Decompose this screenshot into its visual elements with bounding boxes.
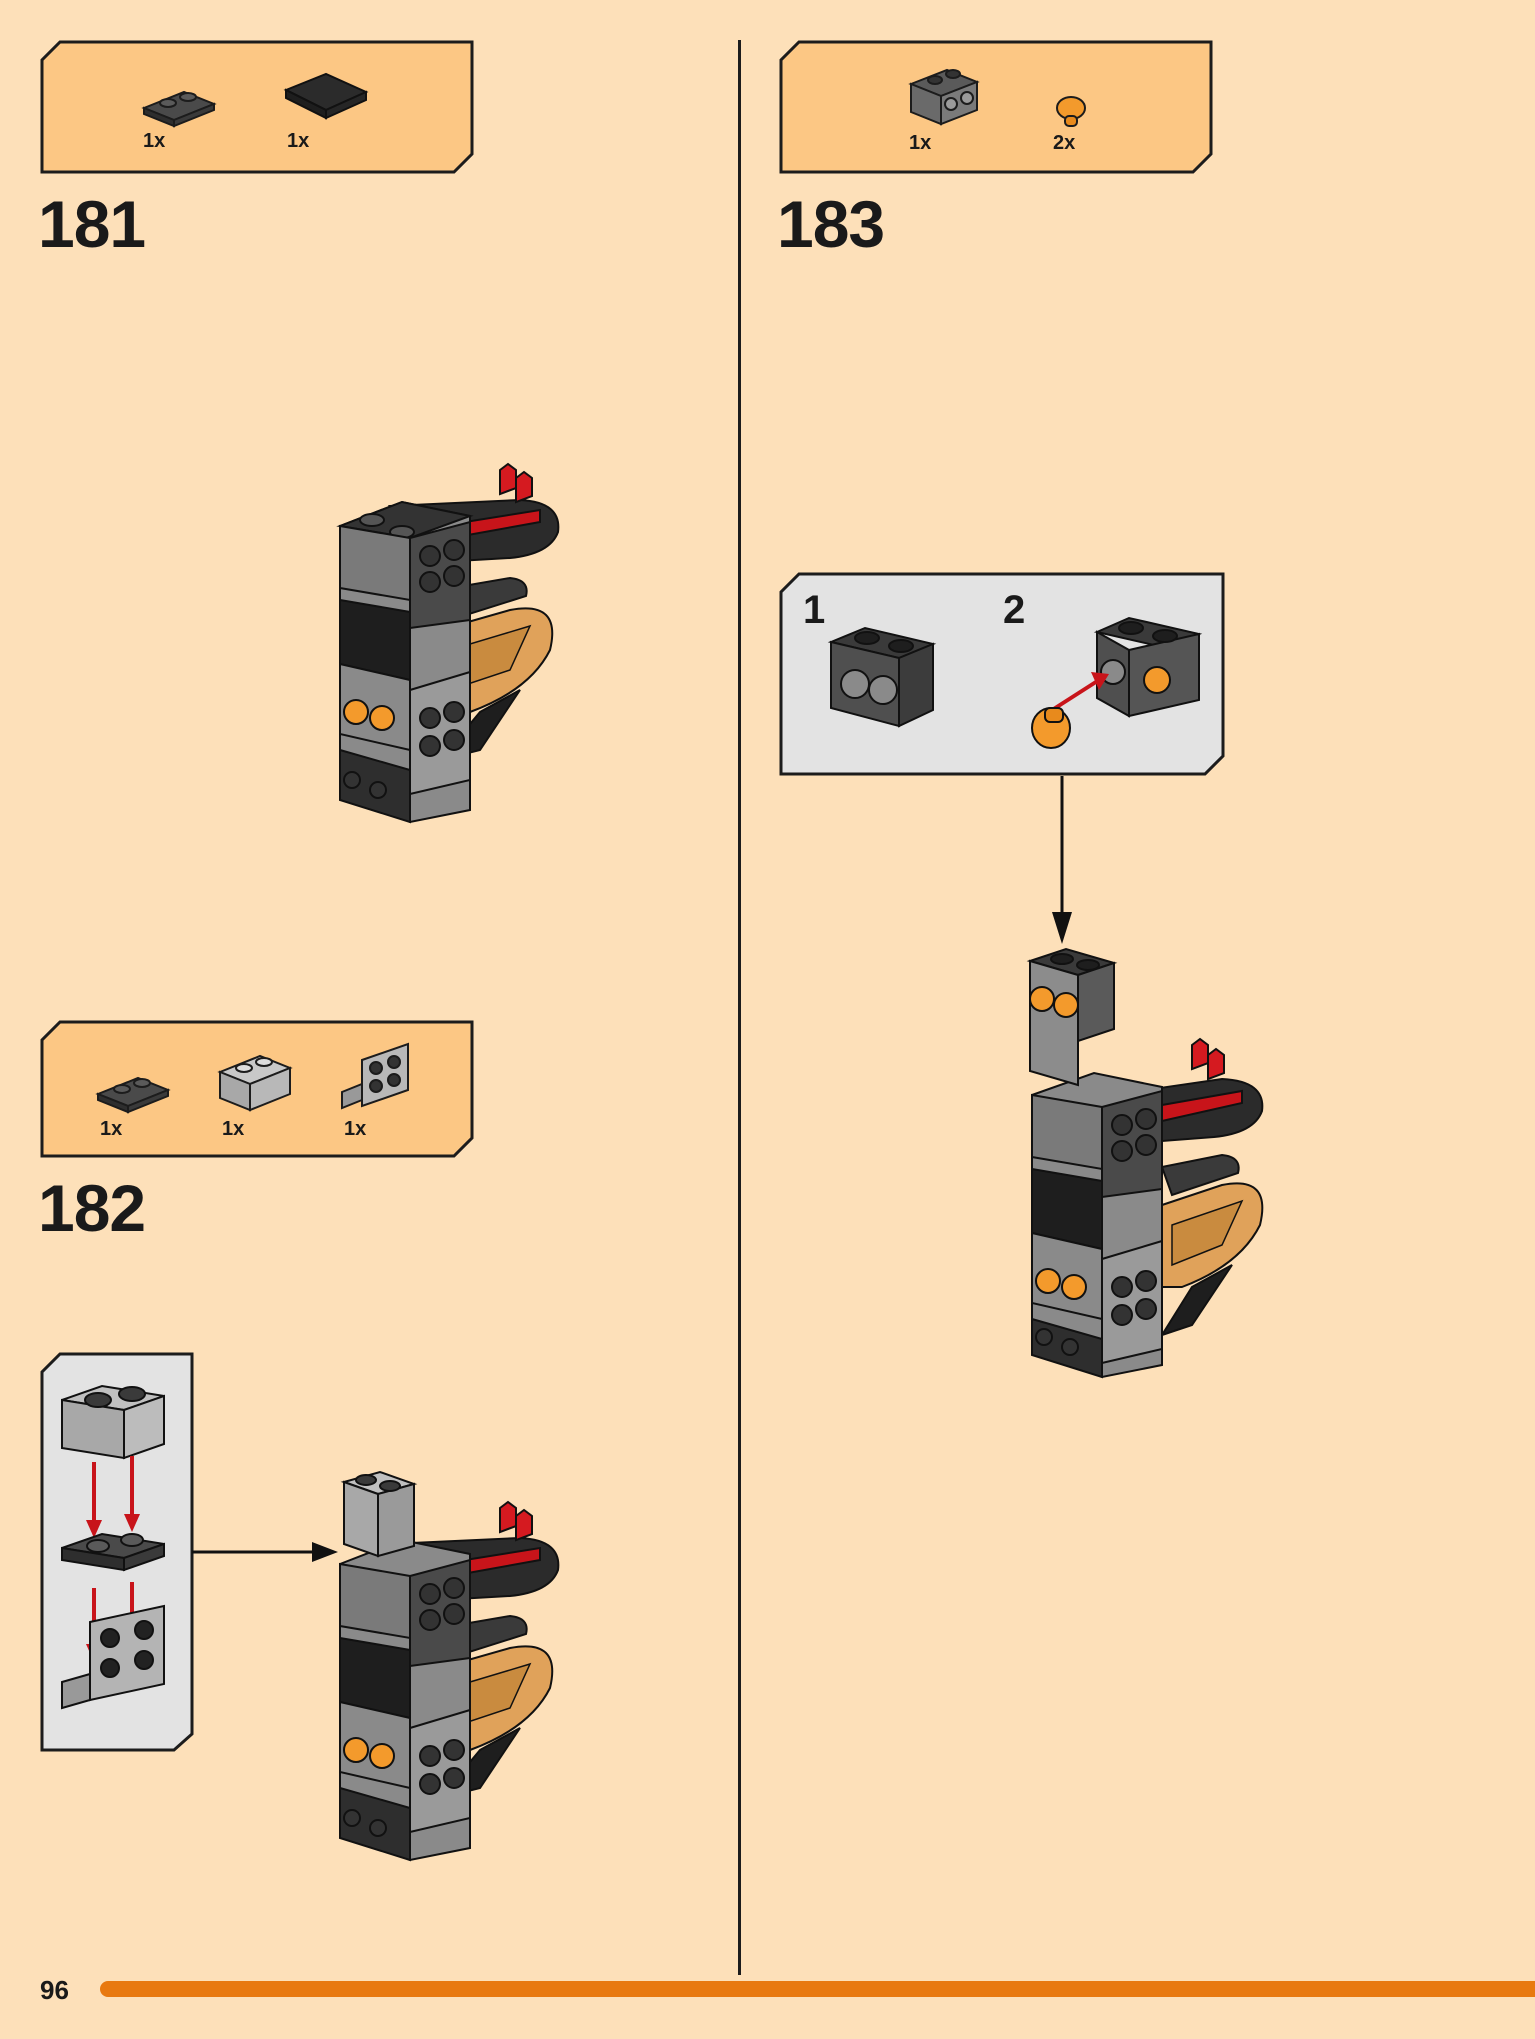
- substep-number: 2: [1003, 588, 1026, 632]
- part-quantity: 1x: [143, 130, 166, 152]
- part-quantity: 1x: [909, 132, 932, 154]
- step-number: 183: [777, 187, 885, 261]
- parts-callout-182: 1x 1x 1x: [40, 1020, 474, 1158]
- orange-pin-icon: [1056, 96, 1086, 127]
- dark-plate-1x2-icon: [141, 90, 217, 128]
- parts-callout-181: 1x 1x: [40, 40, 474, 174]
- part-quantity: 2x: [1053, 132, 1076, 154]
- dark-plate-1x2-icon: [95, 1076, 171, 1114]
- page-number: 96: [40, 1975, 69, 2005]
- placement-arrow: [192, 1542, 338, 1562]
- parts-callout-183: 1x 2x: [779, 40, 1213, 174]
- part-quantity: 1x: [222, 1118, 245, 1140]
- step-number: 182: [38, 1171, 146, 1245]
- placement-arrow: [1052, 776, 1072, 944]
- subassembly-box-182: [40, 1352, 194, 1752]
- model-assembly-181: [336, 462, 560, 824]
- grey-bracket-icon: [341, 1042, 409, 1110]
- step-number: 181: [38, 187, 146, 261]
- part-quantity: 1x: [287, 130, 310, 152]
- column-divider: [738, 40, 741, 1975]
- part-quantity: 1x: [100, 1118, 123, 1140]
- model-assembly-182: [339, 1470, 560, 1862]
- progress-bar: [100, 1981, 1535, 1997]
- substep-number: 1: [803, 588, 826, 632]
- dark-tile-2x2-icon: [283, 72, 369, 120]
- model-assembly-183: [1026, 947, 1264, 1379]
- substep-box-183: 1 2: [779, 572, 1225, 776]
- part-quantity: 1x: [344, 1118, 367, 1140]
- grey-brick-1x2-icon: [217, 1054, 293, 1112]
- dark-technic-brick-icon: [908, 68, 980, 126]
